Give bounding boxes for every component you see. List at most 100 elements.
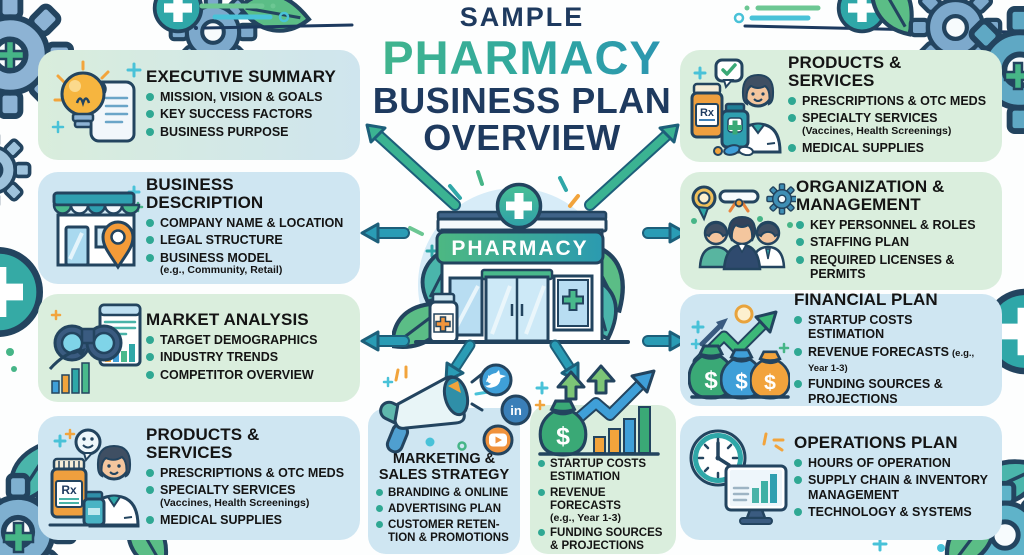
pill-bottle (428, 292, 459, 344)
bullet-dot (794, 507, 802, 516)
bullet: COMPETITOR OVERVIEW (146, 368, 350, 382)
megaphone-social-icon: in (364, 362, 532, 463)
title-sample: SAMPLE (459, 2, 585, 32)
bullet-dot (146, 253, 154, 262)
money-bags-growth-icon (688, 300, 794, 400)
box-title: FINANCIAL PLAN (794, 290, 938, 310)
pills (713, 144, 754, 156)
up-arrow (556, 370, 586, 401)
pharmacy-sign (435, 230, 605, 265)
bullet: HOURS OF OPERATION (794, 456, 992, 470)
bullet: FUNDING SOURCES & PROJECTIONS (538, 527, 668, 553)
bullet: PRESCRIPTIONS & OTC MEDS (788, 94, 992, 108)
bullet: MISSION, VISION & GOALS (146, 90, 350, 104)
pharmacy-sign-text: PHARMACY (451, 237, 588, 260)
box-title: BUSINESS DESCRIPTION (146, 175, 264, 213)
bullet: KEY PERSONNEL & ROLES (796, 218, 992, 232)
pharmacist-medications-icon: Rx (46, 426, 146, 530)
business-description-box: BUSINESS DESCRIPTION COMPANY NAME & LOCA… (38, 172, 360, 284)
bullet-dot (146, 353, 154, 362)
bullet-dot (788, 143, 796, 152)
dome-background (418, 188, 612, 354)
arrow-left-upper (360, 222, 410, 244)
right-window (552, 274, 594, 332)
bullet-list: COMPANY NAME & LOCATION LEGAL STRUCTURE … (146, 216, 350, 277)
bullet-dot (146, 93, 154, 102)
bullet-list: TARGET DEMOGRAPHICS INDUSTRY TRENDS COMP… (146, 333, 350, 382)
bullet: MEDICAL SUPPLIES (788, 141, 992, 155)
twitter-icon (479, 363, 513, 397)
bullet-dot (788, 114, 796, 123)
bullet: BUSINESS PURPOSE (146, 125, 350, 139)
bullet: COMPANY NAME & LOCATION (146, 216, 350, 230)
glass-doors (480, 268, 554, 343)
speed-lines-top-right (733, 5, 1012, 34)
bullet-list: BRANDING & ONLINE ADVERTISING PLAN CUSTO… (376, 487, 512, 545)
box-title: PRODUCTS & SERVICES (788, 53, 902, 91)
marketing-sales-box: in MARKETING &SALES STRATEGY BRANDING & … (368, 363, 532, 554)
bullet-dot (146, 469, 154, 478)
products-services-right-box: Rx PRODUCTS & SERVICES PRESCR (680, 50, 1002, 162)
edge-cross-circle-left (0, 250, 40, 372)
linkedin-icon: in (500, 394, 532, 426)
bullet-dot (146, 236, 154, 245)
bullet-dot (796, 238, 804, 247)
box-title: ORGANIZATION & MANAGEMENT (796, 176, 945, 214)
bullet-dot (538, 460, 545, 467)
startup-costs-box: STARTUP COSTS ESTIMATION REVENUE FORECAS… (530, 364, 676, 554)
bullet: SUPPLY CHAIN & INVENTORY MANAGEMENT (794, 473, 992, 502)
title-business-plan: BUSINESS PLAN (372, 80, 672, 121)
smiley-bubble (74, 428, 102, 463)
storefront-leaves (392, 243, 636, 353)
bullet-dot (794, 459, 802, 467)
financial-plan-box: FINANCIAL PLAN STARTUP COSTS ESTIMATION … (680, 290, 1002, 406)
money-bag-chart-icon (532, 357, 674, 464)
bullet-dot (146, 515, 154, 524)
left-window (448, 276, 484, 337)
bullet: STARTUP COSTS ESTIMATION (794, 313, 992, 342)
bullet-list: STARTUP COSTS ESTIMATION REVENUE FORECAS… (538, 458, 668, 553)
products-services-left-box: Rx PRODUCTS & SERVICES PRESCRIPTIONS & O… (38, 416, 360, 540)
bullet: FUNDING SOURCES & PROJECTIONS (794, 377, 992, 406)
box-title: MARKETING &SALES STRATEGY (378, 451, 510, 483)
lightbulb-scroll-icon (46, 56, 146, 154)
bullet: KEY SUCCESS FACTORS (146, 107, 350, 121)
bullet-dot (146, 336, 154, 345)
green-cross-sign (495, 182, 543, 230)
storefront-pin-icon (46, 179, 146, 277)
organization-management-box: ORGANIZATION & MANAGEMENT KEY PERSONNEL … (680, 172, 1002, 290)
pharmacy-storefront-illustration: PHARMACY (392, 170, 652, 354)
bullet: REVENUE FORECASTS(e.g., Year 1-3) (538, 487, 668, 525)
bullet: SPECIALTY SERVICES(Vaccines, Health Scre… (788, 111, 992, 137)
bullet: ADVERTISING PLAN (376, 503, 512, 516)
operations-plan-box: OPERATIONS PLAN HOURS OF OPERATION SUPPL… (680, 416, 1002, 540)
bullet: REVENUE FORECASTS(e.g., Year 1-3) (794, 345, 992, 375)
box-title: OPERATIONS PLAN (794, 432, 958, 452)
rx-label: Rx (700, 107, 715, 119)
title-pharmacy: PHARMACY (330, 34, 714, 81)
cross-bottle (720, 102, 750, 149)
bullet: SPECIALTY SERVICES(Vaccines, Health Scre… (146, 483, 350, 509)
bullet-list: PRESCRIPTIONS & OTC MEDS SPECIALTY SERVI… (788, 94, 992, 155)
binoculars-chart-icon (46, 299, 146, 397)
team (698, 215, 786, 271)
bullet-dot (146, 127, 154, 136)
bullet: BUSINESS MODEL(e.g., Community, Retail) (146, 251, 350, 277)
bullet: STARTUP COSTS ESTIMATION (538, 458, 668, 484)
bullet: PRESCRIPTIONS & OTC MEDS (146, 466, 350, 480)
bullet-dot (146, 110, 154, 119)
title-overview: OVERVIEW (423, 116, 621, 158)
bullet-dot (376, 488, 383, 496)
ointment-jar (82, 490, 106, 527)
box-title: PRODUCTS & SERVICES (146, 425, 260, 463)
linkedin-label: in (510, 403, 522, 418)
youtube-icon (482, 424, 514, 456)
bullet-dot (796, 221, 804, 230)
bullet-dot (794, 380, 802, 389)
market-analysis-box: MARKET ANALYSIS TARGET DEMOGRAPHICS INDU… (38, 294, 360, 402)
speed-lines-top-left (194, 3, 354, 30)
bullet: TARGET DEMOGRAPHICS (146, 333, 350, 347)
executive-summary-box: EXECUTIVE SUMMARY MISSION, VISION & GOAL… (38, 50, 360, 160)
bullet-dot (794, 347, 802, 356)
